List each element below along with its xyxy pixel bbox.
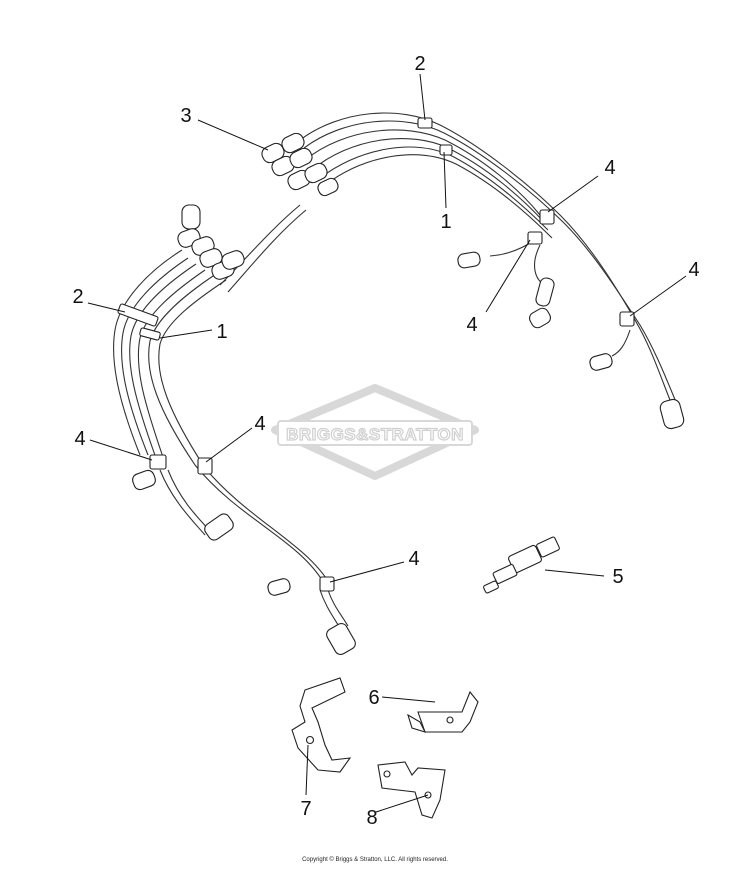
callout-4-bottom: 4 bbox=[408, 548, 419, 570]
clip-left bbox=[139, 327, 161, 341]
copyright-footer: Copyright © Briggs & Stratton, LLC. All … bbox=[302, 857, 448, 863]
holder-left bbox=[117, 303, 159, 327]
clip-bottom bbox=[319, 576, 335, 592]
callout-4-mid-right: 4 bbox=[466, 314, 477, 336]
watermark-text: BRIGGS&STRATTON bbox=[286, 425, 464, 444]
clip-top bbox=[439, 144, 453, 156]
callout-8: 8 bbox=[366, 807, 377, 829]
boot-right-1 bbox=[457, 251, 481, 269]
wire-clips bbox=[117, 117, 635, 592]
clip-top-right bbox=[539, 209, 555, 225]
boot-left-2 bbox=[204, 513, 234, 541]
callout-1-top: 1 bbox=[440, 211, 451, 233]
spark-plug-boots bbox=[132, 132, 685, 655]
clip-mid-right bbox=[527, 231, 543, 245]
callout-6: 6 bbox=[368, 687, 379, 709]
boot-right-3 bbox=[535, 277, 555, 307]
callout-labels: 2 3 1 4 4 4 2 1 4 4 4 5 6 7 8 bbox=[72, 53, 699, 829]
boot-right-5 bbox=[659, 398, 685, 430]
brand-watermark: BRIGGS&STRATTON bbox=[271, 384, 479, 480]
boot-cluster-left bbox=[177, 204, 245, 280]
bracket-6 bbox=[407, 690, 479, 733]
callout-4-top-right: 4 bbox=[604, 157, 615, 179]
boot-left-4 bbox=[326, 623, 356, 655]
spark-plug bbox=[483, 536, 560, 594]
callout-2-top: 2 bbox=[414, 53, 425, 75]
bracket-7 bbox=[291, 677, 352, 773]
boot-cluster-top bbox=[261, 132, 339, 197]
boot-left-1 bbox=[132, 469, 156, 491]
callout-2-left: 2 bbox=[72, 286, 83, 308]
clip-left-lower bbox=[149, 454, 167, 470]
callout-1-left: 1 bbox=[216, 321, 227, 343]
leader-lines bbox=[87, 73, 687, 813]
callout-7: 7 bbox=[300, 798, 311, 820]
callout-5: 5 bbox=[612, 566, 623, 588]
boot-right-4 bbox=[589, 353, 613, 371]
callout-4-center: 4 bbox=[254, 413, 265, 435]
boot-right-2 bbox=[528, 307, 552, 329]
bracket-8 bbox=[377, 761, 446, 819]
clip-center bbox=[197, 457, 213, 475]
callout-4-right: 4 bbox=[688, 259, 699, 281]
callout-4-left: 4 bbox=[74, 428, 85, 450]
callout-3: 3 bbox=[180, 105, 191, 127]
boot-left-3 bbox=[267, 578, 291, 596]
